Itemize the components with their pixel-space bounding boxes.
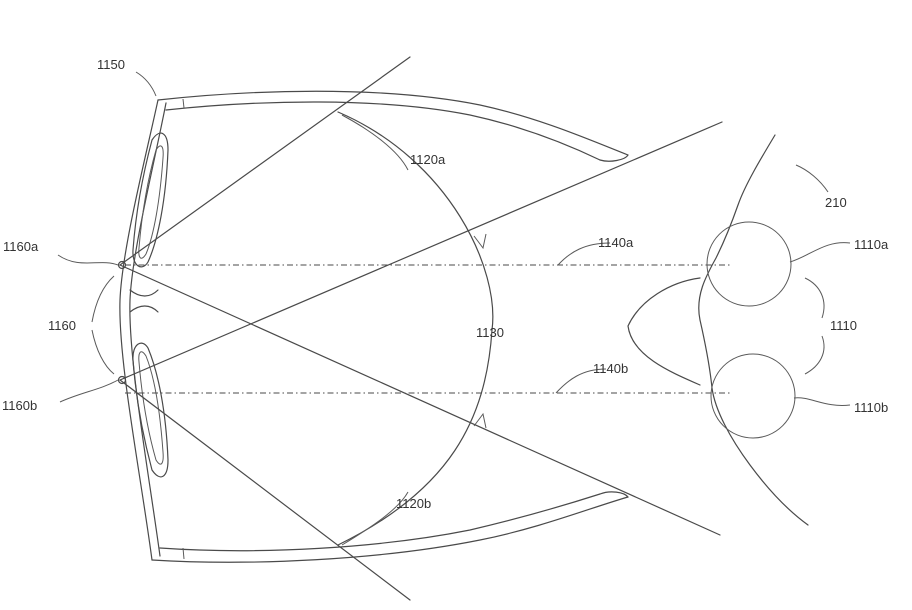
label-1160a: 1160a xyxy=(3,239,39,254)
eye-a xyxy=(706,221,792,307)
label-1110b: 1110b xyxy=(854,400,888,415)
label-1120a: 1120a xyxy=(410,152,446,167)
label-1130: 1130 xyxy=(476,325,504,340)
fov-lines xyxy=(117,56,723,601)
label-1140a: 1140a xyxy=(598,235,634,250)
reference-labels: 1150 1120a 1120b 1130 1140a 1140b 1160 1… xyxy=(2,57,889,511)
label-1150: 1150 xyxy=(97,57,125,72)
face-profile xyxy=(627,134,809,526)
leader-lines xyxy=(57,71,851,546)
fov-arc xyxy=(337,111,494,546)
label-1110a: 1110a xyxy=(854,237,889,252)
fov-b-upper-edge xyxy=(119,121,723,381)
eye-b xyxy=(710,353,796,439)
label-1120b: 1120b xyxy=(396,496,431,511)
label-1110: 1110 xyxy=(830,318,857,333)
label-1160: 1160 xyxy=(48,318,76,333)
label-210: 210 xyxy=(825,195,847,210)
label-1140b: 1140b xyxy=(593,361,628,376)
label-1160b: 1160b xyxy=(2,398,37,413)
fov-a-lower-edge xyxy=(119,264,721,536)
glasses-frame xyxy=(119,90,629,563)
fov-a-upper-edge xyxy=(119,56,411,266)
camera-b xyxy=(117,375,127,385)
fov-b-lower-edge xyxy=(119,379,411,601)
